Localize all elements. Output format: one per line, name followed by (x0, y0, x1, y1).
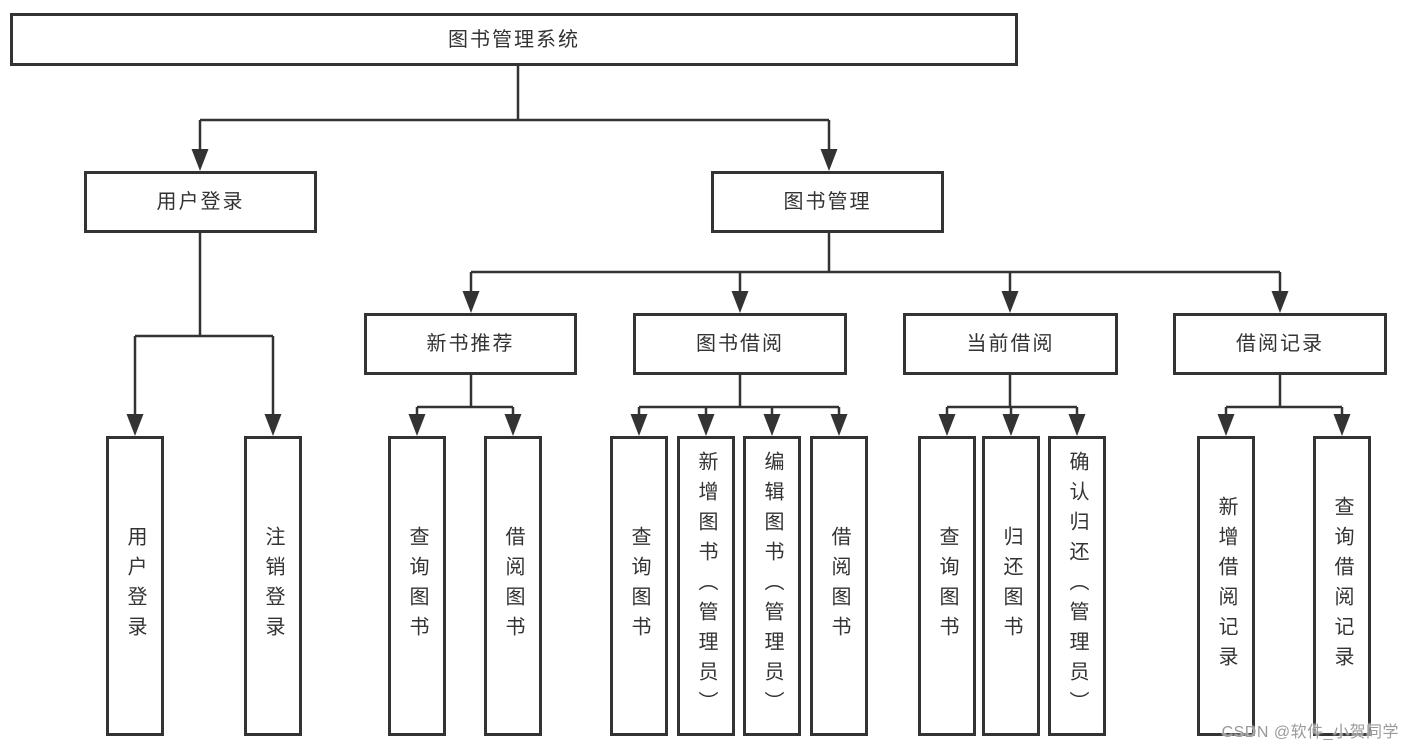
node-leaf-return-book: 归还图书 (982, 436, 1040, 736)
node-leaf-borrow-book-1: 借阅图书 (484, 436, 542, 736)
node-new-book-recommend: 新书推荐 (364, 313, 577, 375)
node-leaf-confirm-return-admin-label: 确认归还（管理员） (1066, 451, 1088, 721)
node-leaf-add-book-admin: 新增图书（管理员） (677, 436, 735, 736)
node-leaf-confirm-return-admin: 确认归还（管理员） (1048, 436, 1106, 736)
connector-new-book-children (408, 375, 522, 436)
connector-borrow-records-children (1217, 375, 1351, 436)
node-leaf-query-book-2-label: 查询图书 (628, 526, 650, 646)
node-book-management-label: 图书管理 (783, 191, 872, 213)
node-user-login: 用户登录 (84, 171, 317, 233)
node-leaf-user-login: 用户登录 (106, 436, 164, 736)
node-leaf-add-book-admin-label: 新增图书（管理员） (695, 451, 717, 721)
connector-book-mgmt-children (462, 233, 1289, 313)
node-new-book-recommend-label: 新书推荐 (426, 333, 515, 355)
node-borrow-records-label: 借阅记录 (1236, 333, 1324, 355)
node-leaf-logout: 注销登录 (244, 436, 302, 736)
node-library-management-system: 图书管理系统 (10, 13, 1018, 66)
node-borrow-records: 借阅记录 (1173, 313, 1387, 375)
node-leaf-query-book-1: 查询图书 (388, 436, 446, 736)
node-current-borrow: 当前借阅 (903, 313, 1118, 375)
node-leaf-return-book-label: 归还图书 (1000, 526, 1022, 646)
connector-user-login-children (126, 233, 282, 436)
node-leaf-borrow-book-2-label: 借阅图书 (828, 526, 850, 646)
connector-book-borrow-children (630, 375, 848, 436)
node-user-login-label: 用户登录 (156, 191, 245, 213)
node-library-management-system-label: 图书管理系统 (448, 28, 580, 51)
node-current-borrow-label: 当前借阅 (966, 333, 1055, 355)
node-leaf-logout-label: 注销登录 (262, 526, 284, 646)
csdn-watermark: CSDN @软件_小贺同学 (1221, 724, 1399, 741)
node-leaf-query-book-3-label: 查询图书 (936, 526, 958, 646)
node-leaf-query-borrow-record-label: 查询借阅记录 (1331, 496, 1353, 676)
node-leaf-edit-book-admin: 编辑图书（管理员） (743, 436, 801, 736)
node-book-borrow: 图书借阅 (633, 313, 847, 375)
node-leaf-borrow-book-2: 借阅图书 (810, 436, 868, 736)
node-book-management: 图书管理 (711, 171, 944, 233)
node-leaf-edit-book-admin-label: 编辑图书（管理员） (761, 451, 783, 721)
node-leaf-borrow-book-1-label: 借阅图书 (502, 526, 524, 646)
node-leaf-query-book-2: 查询图书 (610, 436, 668, 736)
node-leaf-query-borrow-record: 查询借阅记录 (1313, 436, 1371, 736)
node-leaf-query-book-1-label: 查询图书 (406, 526, 428, 646)
node-leaf-add-borrow-record: 新增借阅记录 (1197, 436, 1255, 736)
connector-root-to-level2 (191, 66, 838, 171)
connector-current-borrow-children (938, 375, 1086, 436)
node-leaf-query-book-3: 查询图书 (918, 436, 976, 736)
node-leaf-user-login-label: 用户登录 (124, 526, 146, 646)
node-book-borrow-label: 图书借阅 (696, 333, 784, 355)
node-leaf-add-borrow-record-label: 新增借阅记录 (1215, 496, 1237, 676)
